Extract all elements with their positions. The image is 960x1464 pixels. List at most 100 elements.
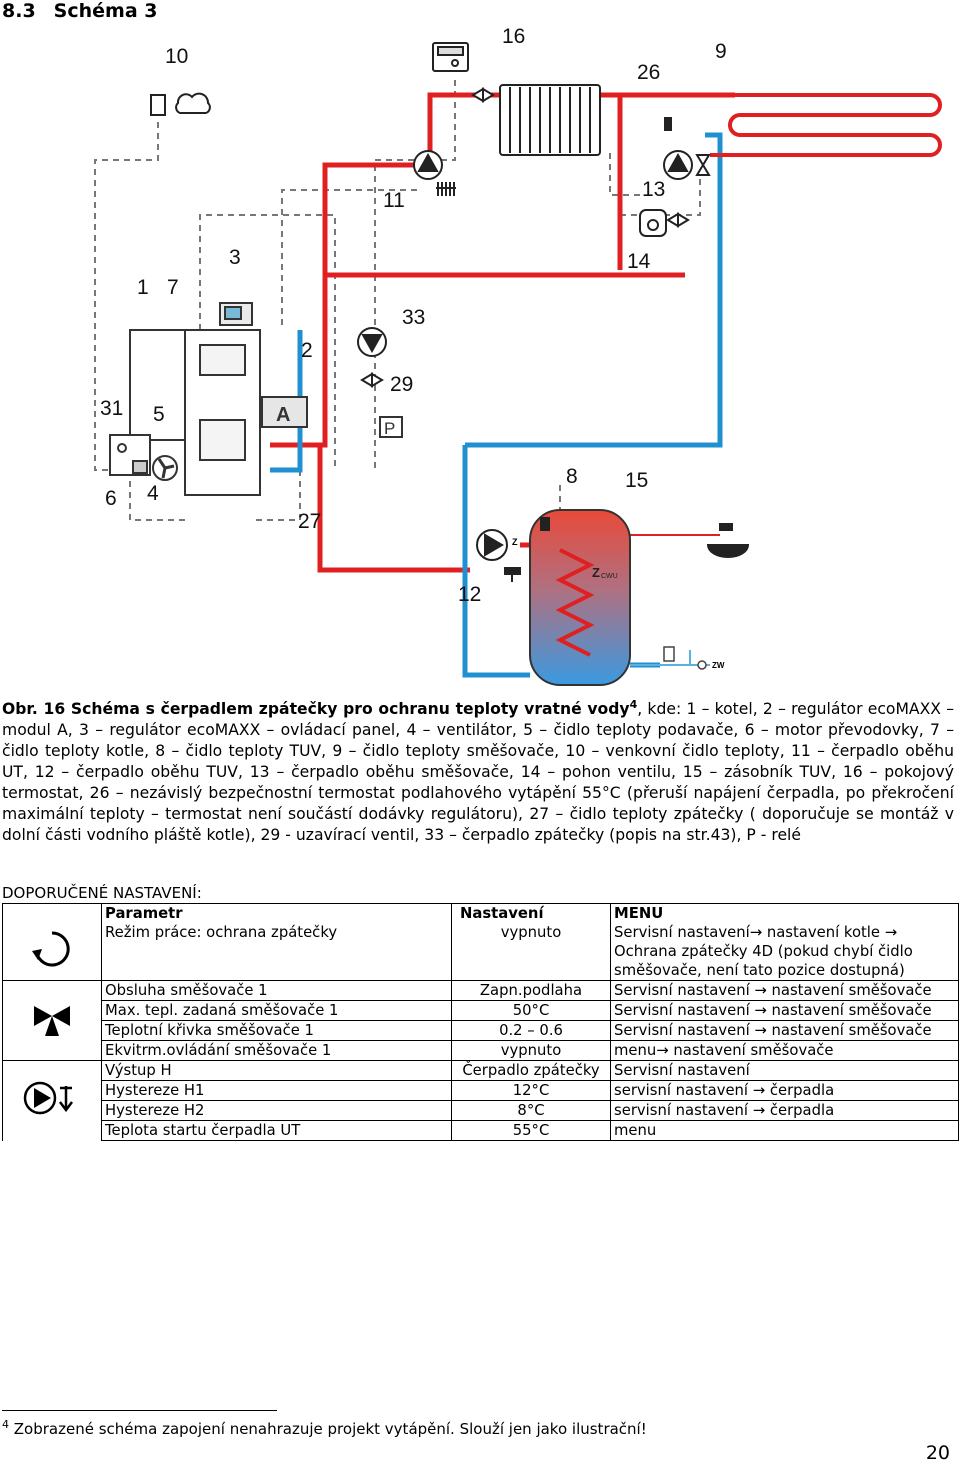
module-a: A xyxy=(261,396,308,428)
diagram-label-7: 7 xyxy=(167,276,179,299)
table-row: Teplotní křivka směšovače 1 0.2 – 0.6 Se… xyxy=(3,1020,959,1041)
row-menu: menu xyxy=(610,1120,959,1141)
diagram-label-1: 1 xyxy=(137,276,149,299)
footnote-separator xyxy=(2,1410,277,1411)
row-menu: Servisní nastavení→ nastavení kotle → Oc… xyxy=(610,923,959,981)
svg-text:Z: Z xyxy=(592,565,600,580)
diagram-label-12: 12 xyxy=(458,583,481,606)
settings-table: Parametr Nastavení MENU Režim práce: och… xyxy=(2,903,959,1141)
valves xyxy=(360,87,711,388)
table-row: Hystereze H1 12°C servisní nastavení → č… xyxy=(3,1080,959,1101)
row-menu: Servisní nastavení → nastavení směšovače xyxy=(610,1000,959,1021)
diagram-label-31: 31 xyxy=(100,397,123,420)
pumps xyxy=(357,150,693,561)
radiator-small-icon xyxy=(436,182,456,196)
diagram-label-3: 3 xyxy=(229,246,241,269)
table-row: Hystereze H2 8°C servisní nastavení → če… xyxy=(3,1100,959,1121)
row-value: Čerpadlo zpátečky xyxy=(451,1060,611,1081)
row-param: Hystereze H1 xyxy=(101,1080,452,1101)
expansion-group xyxy=(663,646,707,670)
diagram-label-26: 26 xyxy=(637,61,660,84)
caption-title: Obr. 16 Schéma s čerpadlem zpátečky pro … xyxy=(2,700,630,719)
icon-cell xyxy=(2,1060,102,1141)
icon-cell xyxy=(2,923,102,981)
row-param: Výstup H xyxy=(101,1060,452,1081)
header-param: Parametr xyxy=(101,903,452,923)
diagram-label-6: 6 xyxy=(105,487,117,510)
recommended-settings-title: DOPORUČENÉ NASTAVENÍ: xyxy=(2,884,202,902)
floor-heating-coil xyxy=(700,93,942,157)
room-thermostat xyxy=(432,42,469,72)
diagram-label-10: 10 xyxy=(165,45,188,68)
row-param: Režim práce: ochrana zpátečky xyxy=(101,923,452,981)
section-heading: 8.3 Schéma 3 xyxy=(2,0,158,22)
diagram-label-29: 29 xyxy=(390,373,413,396)
diagram-label-5: 5 xyxy=(153,403,165,426)
diagram-label-33: 33 xyxy=(402,306,425,329)
svg-text:P: P xyxy=(384,419,395,438)
header-menu: MENU xyxy=(610,903,959,923)
table-row: Ekvitrm.ovládání směšovače 1 vypnuto men… xyxy=(3,1040,959,1061)
row-menu: servisní nastavení → čerpadla xyxy=(610,1080,959,1101)
row-value: 8°C xyxy=(451,1100,611,1121)
boiler xyxy=(109,302,261,496)
icon-cell xyxy=(2,903,102,923)
heating-schematic: A P Z Z CWU xyxy=(94,25,942,686)
footnote-ref: 4 xyxy=(629,698,638,711)
row-value: vypnuto xyxy=(451,1040,611,1061)
mixing-valve-icon xyxy=(34,1006,70,1036)
diagram-label-16: 16 xyxy=(502,25,525,48)
row-menu: Servisní nastavení → nastavení směšovače xyxy=(610,980,959,1001)
table-header-row: Parametr Nastavení MENU xyxy=(2,903,959,923)
diagram-label-13: 13 xyxy=(642,178,665,201)
svg-text:Z: Z xyxy=(512,537,518,547)
row-menu: Servisní nastavení → nastavení směšovače xyxy=(610,1020,959,1041)
table-row: Režim práce: ochrana zpátečky vypnuto Se… xyxy=(2,923,959,981)
pump-icon xyxy=(23,1082,73,1115)
diagram-label-2: 2 xyxy=(301,339,313,362)
page-number: 20 xyxy=(925,1442,950,1464)
figure-caption: Obr. 16 Schéma s čerpadlem zpátečky pro … xyxy=(2,694,954,846)
relay: P xyxy=(379,416,403,438)
row-param: Hystereze H2 xyxy=(101,1100,452,1121)
svg-text:ZW: ZW xyxy=(712,661,725,670)
svg-text:CWU: CWU xyxy=(601,573,618,580)
diagram-label-4: 4 xyxy=(147,482,159,505)
safety-thermostat xyxy=(664,117,672,131)
row-param: Teplota startu čerpadla UT xyxy=(101,1120,452,1141)
icon-cell xyxy=(2,980,102,1061)
table-row: Obsluha směšovače 1 Zapn.podlaha Servisn… xyxy=(2,980,959,1061)
diagram-label-8: 8 xyxy=(566,465,578,488)
row-menu: Servisní nastavení xyxy=(610,1060,959,1081)
header-value: Nastavení xyxy=(451,903,611,923)
diagram-label-9: 9 xyxy=(715,40,727,63)
row-menu: menu→ nastavení směšovače xyxy=(610,1040,959,1061)
row-param: Obsluha směšovače 1 xyxy=(101,980,452,1001)
diagram-label-11: 11 xyxy=(383,189,405,212)
diagram-label-27: 27 xyxy=(298,510,321,533)
row-value: 12°C xyxy=(451,1080,611,1101)
row-param: Teplotní křivka směšovače 1 xyxy=(101,1020,452,1041)
table-row: Max. tepl. zadaná směšovače 1 50°C Servi… xyxy=(3,1000,959,1021)
section-title: Schéma 3 xyxy=(53,0,158,22)
footnote: 4 Zobrazené schéma zapojení nenahrazuje … xyxy=(2,1418,647,1438)
row-value: 50°C xyxy=(451,1000,611,1021)
svg-text:A: A xyxy=(276,404,290,426)
row-value: Zapn.podlaha xyxy=(451,980,611,1001)
row-menu: servisní nastavení → čerpadla xyxy=(610,1100,959,1121)
dhw-tank: Z CWU xyxy=(529,509,631,686)
footnote-number: 4 xyxy=(2,1418,9,1431)
table-row: Výstup H Čerpadlo zpátečky Servisní nast… xyxy=(2,1060,959,1141)
row-param: Max. tepl. zadaná směšovače 1 xyxy=(101,1000,452,1021)
outdoor-sensor xyxy=(150,92,211,116)
table-row: Teplota startu čerpadla UT 55°C menu xyxy=(3,1120,959,1141)
taps xyxy=(504,523,750,582)
caption-text: , kde: 1 – kotel, 2 – regulátor ecoMAXX … xyxy=(2,700,954,845)
diagram-label-15: 15 xyxy=(625,469,648,492)
radiator xyxy=(499,84,601,156)
row-param: Ekvitrm.ovládání směšovače 1 xyxy=(101,1040,452,1061)
footnote-text: Zobrazené schéma zapojení nenahrazuje pr… xyxy=(13,1420,647,1438)
row-value: 0.2 – 0.6 xyxy=(451,1020,611,1041)
section-number: 8.3 xyxy=(2,0,36,22)
